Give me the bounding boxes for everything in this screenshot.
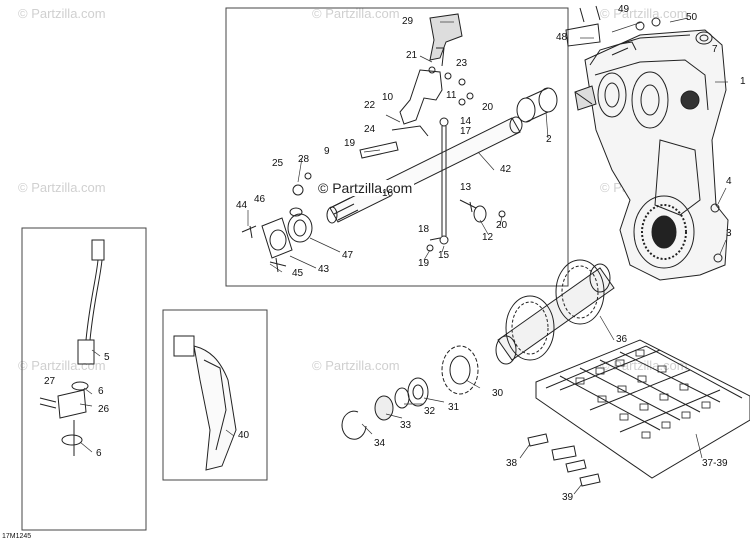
callout-19[interactable]: 19 bbox=[344, 138, 356, 149]
callout-47[interactable]: 47 bbox=[342, 250, 354, 261]
track-module bbox=[535, 339, 750, 479]
callout-34[interactable]: 34 bbox=[374, 438, 386, 449]
callout-33[interactable]: 33 bbox=[400, 420, 412, 431]
watermark: © Partzilla.com bbox=[312, 6, 400, 21]
callout-11[interactable]: 11 bbox=[446, 90, 457, 101]
sleeve bbox=[516, 87, 558, 123]
callout-32[interactable]: 32 bbox=[424, 406, 436, 417]
callout-13[interactable]: 13 bbox=[460, 182, 472, 193]
callout-43[interactable]: 43 bbox=[318, 264, 330, 275]
callout-29[interactable]: 29 bbox=[402, 16, 414, 27]
shift-lever bbox=[359, 13, 474, 245]
callout-17[interactable]: 17 bbox=[460, 126, 472, 137]
callout-30[interactable]: 30 bbox=[492, 388, 504, 399]
callout-24[interactable]: 24 bbox=[364, 124, 376, 135]
callout-39[interactable]: 39 bbox=[562, 492, 574, 503]
callout-16[interactable]: 16 bbox=[382, 188, 394, 199]
gearbox-housing bbox=[574, 29, 729, 281]
callout-26[interactable]: 26 bbox=[98, 404, 110, 415]
callout-23[interactable]: 23 bbox=[456, 58, 468, 69]
callout-20[interactable]: 20 bbox=[496, 220, 508, 231]
callout-4[interactable]: 4 bbox=[726, 176, 732, 187]
watermark: © Partzilla.com bbox=[18, 358, 106, 373]
callout-50[interactable]: 50 bbox=[686, 12, 698, 23]
center-watermark: © Partzilla.com bbox=[316, 180, 415, 196]
callout-36[interactable]: 36 bbox=[616, 334, 628, 345]
callout-18[interactable]: 18 bbox=[418, 224, 430, 235]
watermark: © Partzilla.com bbox=[18, 6, 106, 21]
callout-9[interactable]: 9 bbox=[324, 146, 330, 157]
harness bbox=[39, 239, 105, 456]
callout-7[interactable]: 7 bbox=[712, 44, 718, 55]
shift-assembly-frame bbox=[225, 7, 569, 287]
callout-20[interactable]: 20 bbox=[482, 102, 494, 113]
callout-22[interactable]: 22 bbox=[364, 100, 376, 111]
callout-37-39[interactable]: 37-39 bbox=[702, 458, 728, 469]
callout-44[interactable]: 44 bbox=[236, 200, 248, 211]
watermark: © Partzilla.com bbox=[18, 180, 106, 195]
callout-48[interactable]: 48 bbox=[556, 32, 568, 43]
callout-45[interactable]: 45 bbox=[292, 268, 304, 279]
sensor bbox=[173, 335, 237, 471]
shaft bbox=[326, 116, 523, 224]
sensor-frame bbox=[162, 309, 268, 481]
callout-3[interactable]: 3 bbox=[726, 228, 732, 239]
callout-25[interactable]: 25 bbox=[272, 158, 284, 169]
callout-49[interactable]: 49 bbox=[618, 4, 630, 15]
callout-6[interactable]: 6 bbox=[98, 386, 104, 397]
callout-42[interactable]: 42 bbox=[500, 164, 512, 175]
callout-38[interactable]: 38 bbox=[506, 458, 518, 469]
callout-27[interactable]: 27 bbox=[44, 376, 56, 387]
watermark: © Partzilla.com bbox=[312, 358, 400, 373]
callout-46[interactable]: 46 bbox=[254, 194, 266, 205]
drive-shaft-assembly bbox=[495, 259, 615, 365]
watermark: © Partzilla.com bbox=[600, 6, 688, 21]
callout-31[interactable]: 31 bbox=[448, 402, 460, 413]
callout-6[interactable]: 6 bbox=[96, 448, 102, 459]
callout-19[interactable]: 19 bbox=[418, 258, 430, 269]
harness-frame bbox=[21, 227, 147, 531]
callout-5[interactable]: 5 bbox=[104, 352, 110, 363]
callout-15[interactable]: 15 bbox=[438, 250, 450, 261]
callout-2[interactable]: 2 bbox=[546, 134, 552, 145]
callout-40[interactable]: 40 bbox=[238, 430, 250, 441]
callout-21[interactable]: 21 bbox=[406, 50, 418, 61]
callout-10[interactable]: 10 bbox=[382, 92, 394, 103]
callout-14[interactable]: 14 bbox=[460, 116, 472, 127]
callout-12[interactable]: 12 bbox=[482, 232, 494, 243]
callout-28[interactable]: 28 bbox=[298, 154, 310, 165]
diagram-code: 17M1245 bbox=[2, 533, 32, 540]
callout-1[interactable]: 1 bbox=[740, 76, 746, 87]
